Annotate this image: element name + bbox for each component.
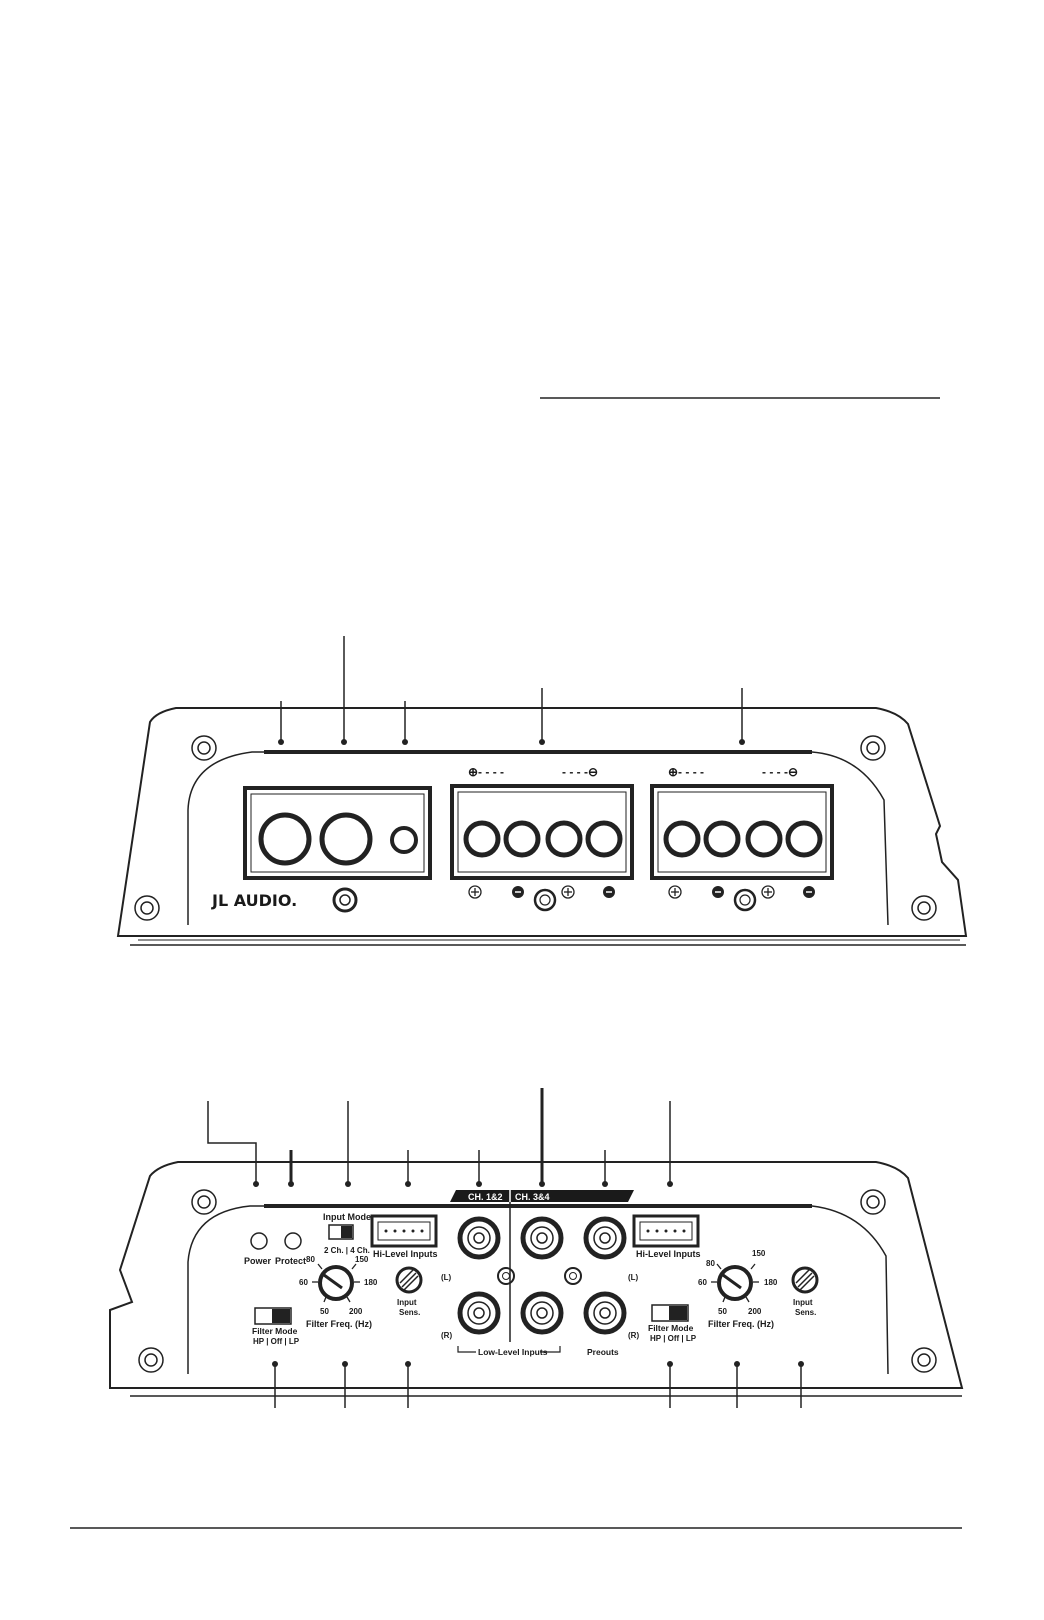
svg-text:150: 150	[355, 1255, 369, 1264]
freq-ticks-right: 80 150 60 180 50 200	[698, 1249, 778, 1316]
filter-mode-switch-left	[254, 1307, 292, 1325]
hi-level-connector-left	[370, 1214, 438, 1248]
speaker-block-2	[650, 784, 834, 880]
top-chassis	[116, 707, 968, 937]
input-sens-left-line2: Sens.	[399, 1308, 420, 1317]
svg-text:- - - -⊖: - - - -⊖	[762, 765, 798, 779]
rca-channel-markers: (L) (R) (L) (R)	[441, 1273, 639, 1340]
svg-text:80: 80	[306, 1255, 315, 1264]
svg-text:(R): (R)	[628, 1331, 639, 1340]
freq-ticks-left: 80 150 60 180 50 200	[299, 1255, 378, 1316]
bottom-callouts-bottom	[274, 1365, 802, 1408]
input-sens-knob-right	[791, 1266, 819, 1294]
svg-text:80: 80	[706, 1259, 715, 1268]
top-panel: JL AUDIO. ⊕- - - - - - - -⊖ ⊕- - - - - -…	[116, 636, 968, 946]
bottom-panel: Power Protect Input Mode 2 Ch. | 4 Ch. 8…	[109, 1088, 964, 1408]
filter-mode-switch-right	[651, 1304, 689, 1322]
preouts-label: Preouts	[587, 1347, 619, 1357]
polarity-signs-bottom	[468, 885, 815, 912]
low-level-bracket	[457, 1346, 561, 1353]
hi-level-label-right: Hi-Level Inputs	[636, 1249, 701, 1259]
svg-text:(R): (R)	[441, 1331, 452, 1340]
svg-text:60: 60	[698, 1278, 707, 1287]
top-inner-panel	[187, 751, 889, 926]
filter-freq-label-left: Filter Freq. (Hz)	[306, 1319, 372, 1329]
filter-mode-options-right: HP | Off | LP	[650, 1334, 697, 1343]
svg-text:⊕- - - -: ⊕- - - -	[668, 765, 704, 779]
filter-freq-knob-left	[312, 1263, 360, 1303]
svg-text:150: 150	[752, 1249, 766, 1258]
input-mode-switch	[328, 1224, 354, 1240]
svg-text:60: 60	[299, 1278, 308, 1287]
svg-text:200: 200	[349, 1307, 363, 1316]
polarity-signs-top: ⊕- - - - - - - -⊖ ⊕- - - - - - - -⊖	[468, 765, 798, 779]
filter-freq-knob-right	[711, 1263, 759, 1303]
svg-text:200: 200	[748, 1307, 762, 1316]
svg-text:CH. 3&4: CH. 3&4	[515, 1192, 550, 1202]
power-led-label: Power	[244, 1256, 272, 1266]
svg-text:180: 180	[364, 1278, 378, 1287]
power-terminals	[258, 812, 418, 866]
filter-mode-options-left: HP | Off | LP	[253, 1337, 300, 1346]
bottom-callouts-top	[207, 1088, 671, 1183]
status-leds	[250, 1232, 302, 1250]
bottom-screws	[138, 1189, 937, 1373]
svg-text:50: 50	[320, 1307, 329, 1316]
input-mode-options: 2 Ch. | 4 Ch.	[324, 1246, 370, 1255]
filter-mode-label-left: Filter Mode	[252, 1326, 298, 1336]
svg-text:CH. 1&2: CH. 1&2	[468, 1192, 503, 1202]
top-screws	[134, 735, 937, 921]
brand-logo: JL AUDIO.	[211, 891, 297, 910]
filter-freq-label-right: Filter Freq. (Hz)	[708, 1319, 774, 1329]
hi-level-label-left: Hi-Level Inputs	[373, 1249, 438, 1259]
top-callouts	[280, 636, 743, 741]
bottom-inner-panel	[187, 1205, 889, 1375]
rca-jacks	[457, 1216, 627, 1335]
power-terminal-block	[243, 786, 432, 880]
svg-text:(L): (L)	[628, 1273, 639, 1282]
filter-mode-label-right: Filter Mode	[648, 1323, 694, 1333]
input-sens-right-line2: Sens.	[795, 1308, 816, 1317]
input-sens-knob-left	[395, 1266, 423, 1294]
svg-text:⊕- - - -: ⊕- - - -	[468, 765, 504, 779]
svg-text:- - - -⊖: - - - -⊖	[562, 765, 598, 779]
input-sens-right-line1: Input	[793, 1298, 813, 1307]
hi-level-connector-right	[632, 1214, 700, 1248]
channel-tags: CH. 1&2 CH. 3&4	[450, 1190, 634, 1202]
input-sens-left-line1: Input	[397, 1298, 417, 1307]
svg-text:50: 50	[718, 1307, 727, 1316]
ground-screw	[332, 887, 358, 913]
protect-led-label: Protect	[275, 1256, 306, 1266]
svg-text:(L): (L)	[441, 1273, 452, 1282]
low-level-inputs-label: Low-Level Inputs	[478, 1347, 548, 1357]
input-mode-label: Input Mode	[323, 1212, 371, 1222]
speaker-block-1	[450, 784, 634, 880]
bottom-chassis	[109, 1161, 964, 1389]
svg-text:180: 180	[764, 1278, 778, 1287]
